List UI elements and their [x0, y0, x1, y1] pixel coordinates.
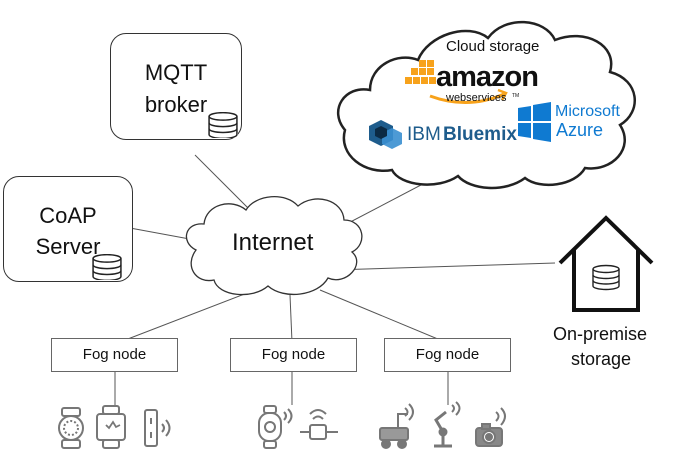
robotic-arm-icon	[434, 401, 461, 448]
microsoft-label: Microsoft	[555, 103, 620, 120]
azure-label: Azure	[556, 120, 604, 140]
ibm-bluemix-icon	[369, 120, 402, 149]
database-icon	[591, 264, 621, 291]
onpremise-label-line2: storage	[571, 349, 632, 369]
internet-cloud	[185, 195, 363, 296]
coap-label-line1: CoAP	[39, 203, 97, 228]
plug-sensor-icon	[300, 409, 338, 440]
amazon-logo-sub: webservices	[446, 92, 507, 104]
bluemix-label: Bluemix	[443, 124, 517, 145]
wristband-icon	[96, 405, 126, 449]
onpremise-label-line1: On-premise	[553, 324, 648, 344]
fog-node-3: Fog node	[384, 338, 511, 372]
mqtt-label-line1: MQTT	[144, 60, 208, 85]
smartwatch-icon	[58, 407, 84, 449]
coap-label-line2: Server	[35, 234, 101, 259]
amazon-cubes-icon	[405, 60, 436, 84]
robotic-cart-icon	[379, 403, 414, 449]
camera-icon	[475, 407, 506, 447]
cloud-storage-label: Cloud storage	[446, 38, 540, 55]
fog-node-1: Fog node	[51, 338, 178, 372]
database-icon	[208, 112, 238, 138]
house-icon	[558, 215, 654, 312]
cloud-storage-cloud	[336, 20, 636, 190]
amazon-smile-icon	[429, 92, 505, 105]
coap-server-box: CoAP Server	[3, 176, 133, 282]
ibm-label: IBM	[407, 124, 441, 145]
internet-label: Internet	[232, 229, 314, 256]
database-icon	[92, 254, 122, 280]
mqtt-label-line2: broker	[144, 92, 208, 117]
azure-windows-icon	[518, 102, 551, 142]
wearable-sensor-icon	[258, 405, 293, 449]
mqtt-broker-box: MQTT broker	[110, 33, 242, 140]
amazon-logo-text: amazon	[436, 61, 539, 93]
fog-node-2: Fog node	[230, 338, 357, 372]
amazon-logo-tm: TM	[512, 93, 520, 99]
smart-plug-icon	[144, 409, 171, 447]
